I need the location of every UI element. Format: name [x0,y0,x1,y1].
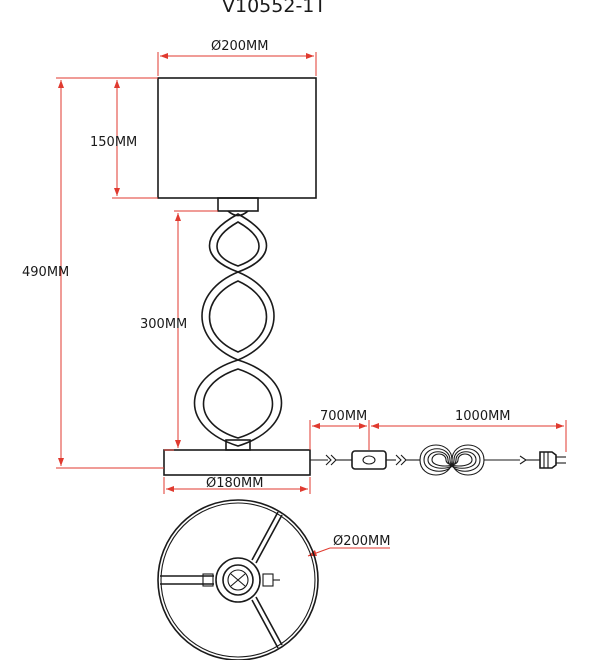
shade-height-label: 150MM [90,135,137,150]
dimension-lines [56,52,567,557]
base-diameter-label: Ø180MM [206,476,263,491]
cable-to-switch-label: 700MM [320,409,367,424]
total-height-label: 490MM [22,265,69,280]
top-view-diameter-label: Ø200MM [333,534,390,549]
plug [539,451,557,469]
body-height-label: 300MM [140,317,187,332]
switch-to-plug-label: 1000MM [455,409,511,424]
lamp-base [163,449,311,476]
power-cord [310,444,566,476]
neck [227,210,249,217]
lamp-shade [157,77,317,199]
lamp-body [193,213,283,451]
lamp-top-view [157,499,319,661]
inline-switch [351,450,387,470]
shade-diameter-label: Ø200MM [211,39,268,54]
coiled-cable [419,444,485,476]
top-view-hub [215,557,261,603]
shade-holder [217,197,259,212]
lamp-side-view [157,77,566,476]
model-code: V10552-1T [222,0,326,17]
